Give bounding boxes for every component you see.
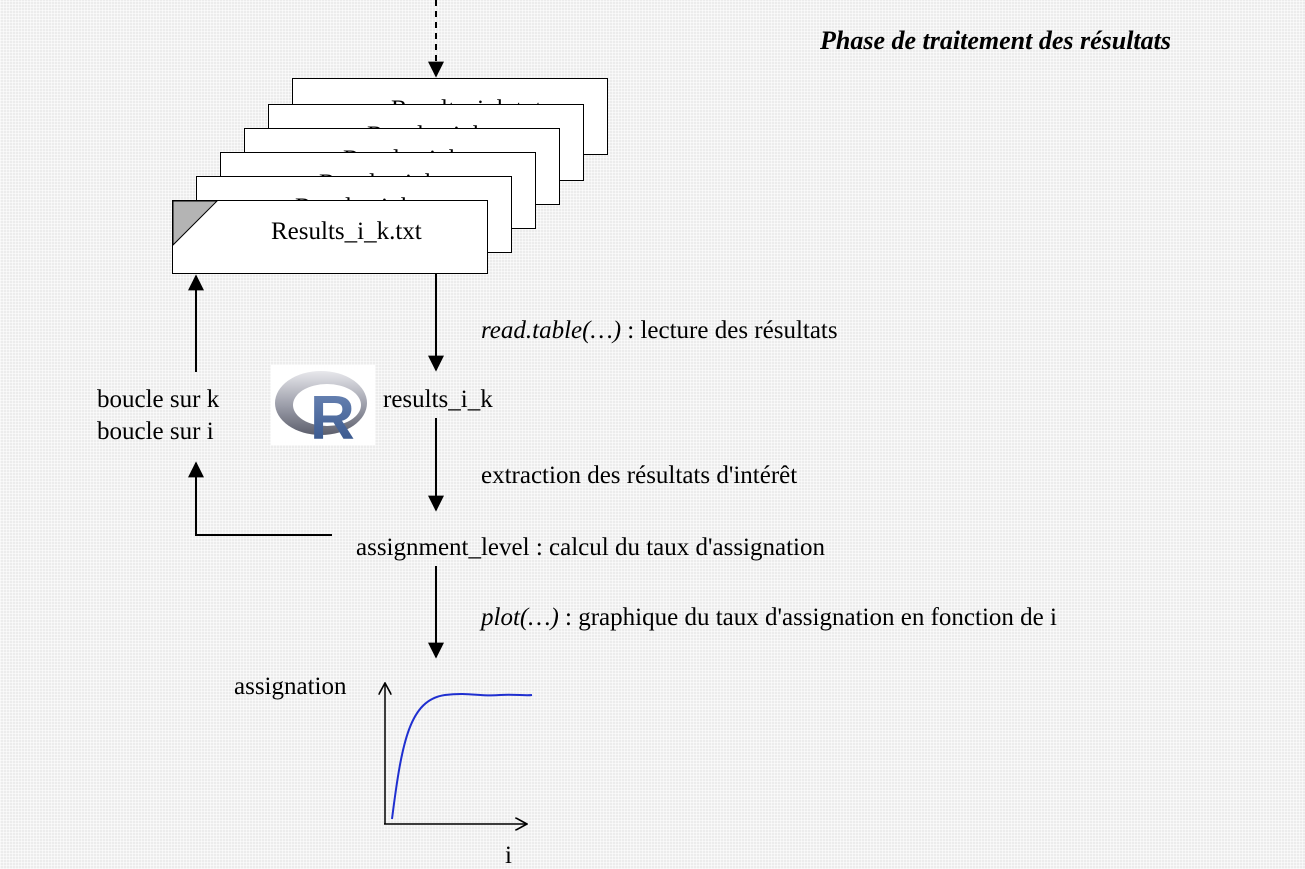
- read-step-label: read.table(…) : lecture des résultats: [481, 318, 838, 343]
- graph-x-label: i: [505, 842, 512, 869]
- svg-text:R: R: [310, 384, 355, 445]
- results-variable-label: results_i_k: [383, 386, 493, 413]
- loop-i-label: boucle sur i: [97, 418, 214, 445]
- read-description: : lecture des résultats: [621, 317, 838, 344]
- graph-y-label: assignation: [234, 673, 347, 700]
- plot-function: plot(…): [481, 604, 559, 631]
- assign-step-label: assignment_level : calcul du taux d'assi…: [356, 534, 825, 561]
- result-file-card-front: Results_i_k.txt: [172, 200, 488, 274]
- result-file-label: Results_i_k.txt: [271, 218, 422, 245]
- assignation-curve: [391, 693, 533, 820]
- page-title: Phase de traitement des résultats: [820, 26, 1171, 55]
- r-logo-icon: R: [271, 365, 375, 453]
- loop-i-arrow: [188, 461, 332, 536]
- loop-k-label: boucle sur k: [97, 386, 220, 413]
- read-function: read.table(…): [481, 317, 622, 344]
- plot-step-label: plot(…) : graphique du taux d'assignatio…: [481, 605, 1057, 630]
- plot-description: : graphique du taux d'assignation en fon…: [558, 604, 1057, 631]
- folded-corner-icon: [173, 201, 218, 246]
- extract-step-label: extraction des résultats d'intérêt: [481, 462, 798, 489]
